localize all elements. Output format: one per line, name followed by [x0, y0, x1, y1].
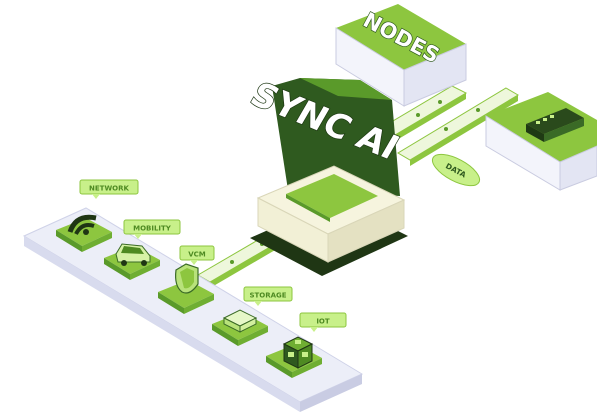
- label-network: NETWORK: [79, 179, 139, 199]
- storage-box-icon: [222, 309, 258, 333]
- pipe-nodes-to-core: [374, 85, 468, 144]
- wifi-icon: [67, 214, 97, 235]
- label-mobility-text: MOBILITY: [133, 225, 172, 233]
- pipe-device-to-core: [397, 87, 519, 166]
- core-platform: [250, 165, 408, 276]
- label-storage-text: STORAGE: [249, 292, 286, 300]
- label-vcm-text: VCM: [188, 251, 206, 259]
- tile-storage: [212, 309, 268, 346]
- label-network-text: NETWORK: [89, 185, 129, 193]
- label-vcm: VCM: [179, 245, 215, 265]
- tile-vcm: [158, 263, 214, 314]
- iot-cube-icon: [282, 336, 314, 369]
- device-module-icon: [526, 108, 584, 142]
- label-iot: IOT: [299, 312, 347, 332]
- tile-mobility: [104, 243, 160, 280]
- tile-iot: [266, 336, 322, 378]
- tile-network: [56, 214, 112, 252]
- label-storage: STORAGE: [243, 286, 293, 306]
- car-icon: [115, 243, 151, 266]
- shield-icon: [175, 263, 199, 294]
- device-box: [485, 92, 597, 191]
- data-badge: DATA: [431, 153, 481, 187]
- label-mobility: MOBILITY: [123, 219, 181, 239]
- label-iot-text: IOT: [316, 318, 330, 326]
